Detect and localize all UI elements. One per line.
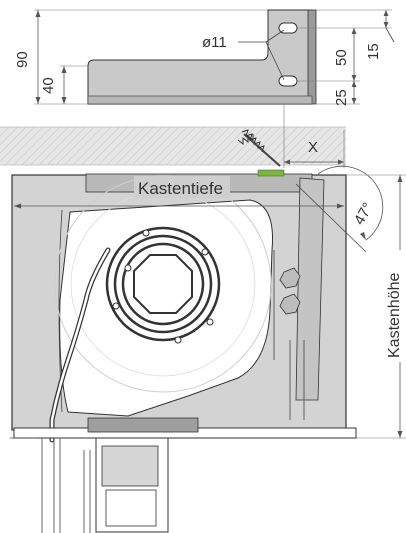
box-depth-label-bg: [134, 176, 230, 198]
mounting-bracket: [87, 9, 317, 105]
angle-label: 47°: [351, 200, 377, 228]
slot-top-label: 15: [365, 43, 382, 60]
hole-diameter-label: ø11: [202, 34, 227, 51]
box-height-label: Kastenhöhe: [386, 272, 403, 358]
roller-shaft-assembly: [54, 175, 272, 393]
shutter-curtain: [49, 247, 111, 443]
seal-strip: [257, 169, 285, 177]
box-depth-label: Kastentiefe: [138, 179, 223, 198]
shutter-box-housing: [11, 169, 347, 431]
angle-dimension: [295, 165, 384, 253]
window-frame-section: [10, 417, 357, 533]
lower-slot: [278, 75, 298, 87]
bracket-height-label: 90: [14, 51, 31, 68]
bracket-lower-label: 40: [40, 77, 57, 94]
wall-anchor: [237, 129, 281, 167]
offset-x-dimension: [283, 104, 345, 168]
screw-lower: [279, 293, 301, 315]
slot-spacing-label: 50: [333, 49, 350, 66]
box-depth-dimension: [14, 203, 344, 209]
slot-dimensions: [297, 9, 395, 105]
screw-upper: [279, 267, 301, 289]
wall-section: [0, 126, 346, 166]
octagonal-shaft: [133, 254, 193, 314]
offset-x-label: X: [308, 139, 318, 156]
bracket-height-dimension: [34, 9, 268, 105]
bracket-lower-dimension: [60, 65, 88, 104]
slot-bottom-label: 25: [333, 89, 350, 106]
